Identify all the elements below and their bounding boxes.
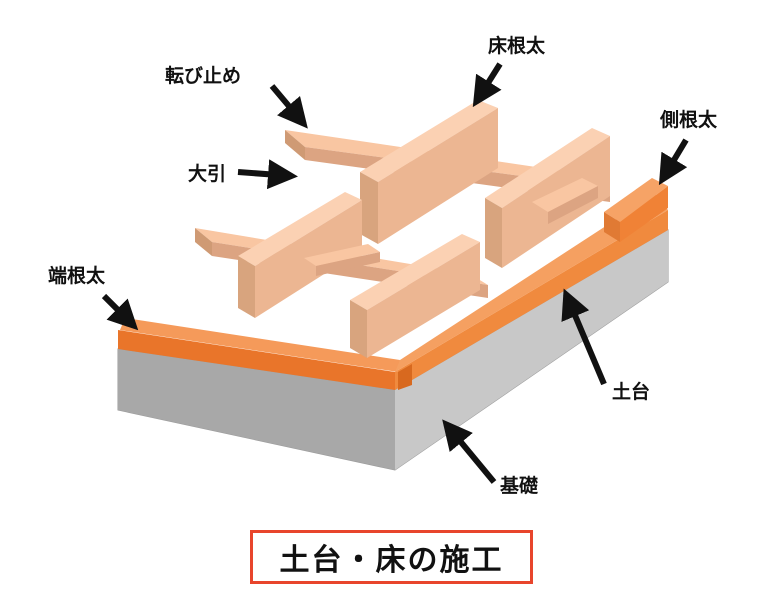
arrow-korobidome bbox=[269, 84, 308, 129]
label-obiki: 大引 bbox=[188, 162, 226, 185]
label-hananebuto: 端根太 bbox=[48, 264, 106, 287]
label-gawanebuto: 側根太 bbox=[659, 108, 718, 131]
arrow-gawanebuto bbox=[658, 138, 689, 186]
arrow-hananebuto bbox=[101, 293, 139, 331]
blocking bbox=[304, 178, 598, 276]
sill-plate bbox=[118, 194, 668, 390]
arrows bbox=[101, 62, 689, 484]
side-joist bbox=[604, 178, 668, 242]
label-dodai: 土台 bbox=[612, 380, 650, 403]
label-korobidome: 転び止め bbox=[165, 65, 241, 87]
arrow-dodai bbox=[561, 288, 607, 386]
page-title: 土台・床の施工 bbox=[279, 543, 504, 578]
arrow-yukanebuto bbox=[472, 62, 503, 108]
title-box: 土台・床の施工 bbox=[250, 530, 533, 584]
label-yukanebuto: 床根太 bbox=[488, 34, 546, 57]
foundation bbox=[117, 229, 669, 471]
arrow-kiso bbox=[442, 419, 497, 484]
label-kiso: 基礎 bbox=[499, 474, 538, 497]
arrow-obiki bbox=[237, 159, 298, 190]
